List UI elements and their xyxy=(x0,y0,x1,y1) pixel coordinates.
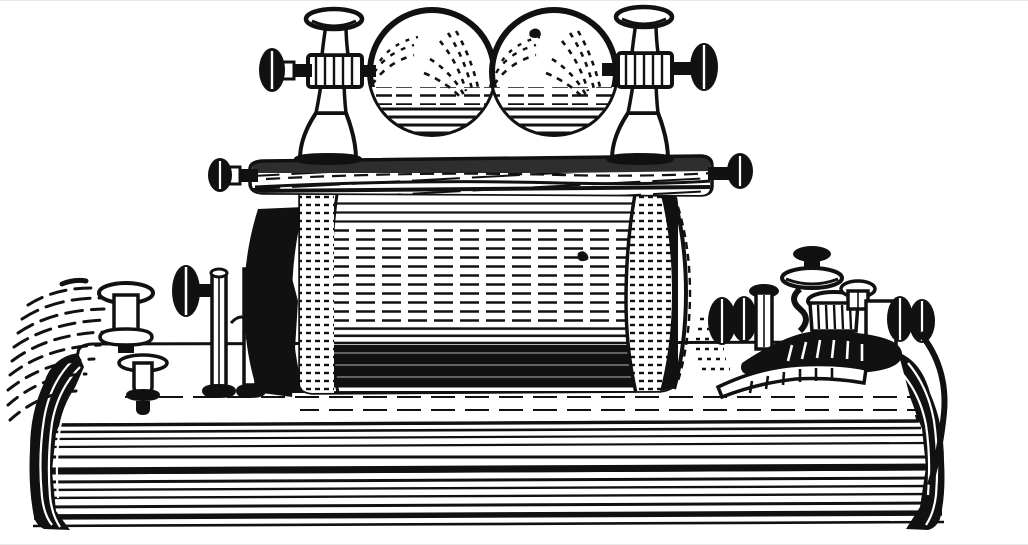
coil-right-cheek-rings xyxy=(676,206,692,382)
interrupter-lead-wire xyxy=(917,331,948,486)
base-top-hatching xyxy=(120,393,918,415)
rail-knob-left xyxy=(208,158,258,192)
base-right-corner-shadow xyxy=(900,353,945,530)
spark-sphere-right xyxy=(489,7,619,137)
coil-winding-texture xyxy=(300,186,676,393)
interrupter-spring-blade xyxy=(715,331,903,400)
rail-knob-right xyxy=(708,153,753,189)
base-left-hatch-cloud xyxy=(6,277,108,422)
spark-sphere-left xyxy=(367,7,497,137)
upper-rail xyxy=(208,153,753,197)
coil-drum xyxy=(244,184,692,395)
coil-left-cheek xyxy=(244,207,304,393)
left-binding-post-rear xyxy=(97,281,155,353)
base-left-corner-lines xyxy=(39,360,89,528)
interrupter-assembly xyxy=(696,246,948,486)
interrupter-disc-left xyxy=(708,296,757,345)
interrupter-disc-right xyxy=(887,296,935,343)
left-binding-post-front xyxy=(117,353,169,415)
discharger-post-left xyxy=(259,6,376,165)
discharger-post-right xyxy=(602,4,718,165)
coil-right-cheek xyxy=(660,191,678,391)
spark-gap-assembly xyxy=(259,4,718,165)
interrupter-shadow-hatch xyxy=(696,317,730,371)
